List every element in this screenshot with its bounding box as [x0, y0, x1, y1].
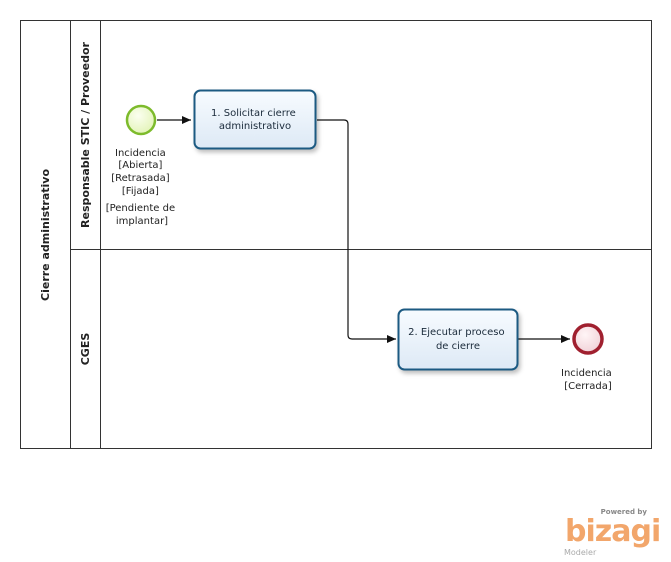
task-1-box[interactable] [193, 89, 317, 150]
brand-product: Modeler [564, 548, 597, 557]
lane-title-responsable: Responsable STIC / Proveedor [79, 41, 92, 227]
brand-name: bizagi [565, 514, 661, 549]
task-2-label: 2. Ejecutar proceso de cierre [408, 327, 508, 352]
lane-title-cges: CGES [79, 333, 92, 366]
pool-title: Cierre administrativo [39, 169, 52, 301]
flow-task1-to-task2 [317, 119, 396, 343]
task-solicitar-cierre[interactable]: 1. Solicitar cierre administrativo [193, 89, 317, 150]
bizagi-logo: Powered by bizagi Modeler [559, 508, 661, 560]
task-2-box[interactable] [397, 308, 519, 371]
end-event[interactable] [572, 323, 604, 355]
powered-by-text: Powered by [600, 508, 647, 516]
end-event-label: Incidencia [Cerrada] [561, 368, 615, 392]
pool-border [20, 20, 652, 449]
start-event-label: Incidencia [Abierta] [Retrasada] [Fijada… [106, 148, 179, 227]
start-event[interactable] [125, 104, 157, 136]
task-ejecutar-proceso[interactable]: 2. Ejecutar proceso de cierre [397, 308, 519, 371]
task-1-label: 1. Solicitar cierre administrativo [211, 108, 299, 132]
